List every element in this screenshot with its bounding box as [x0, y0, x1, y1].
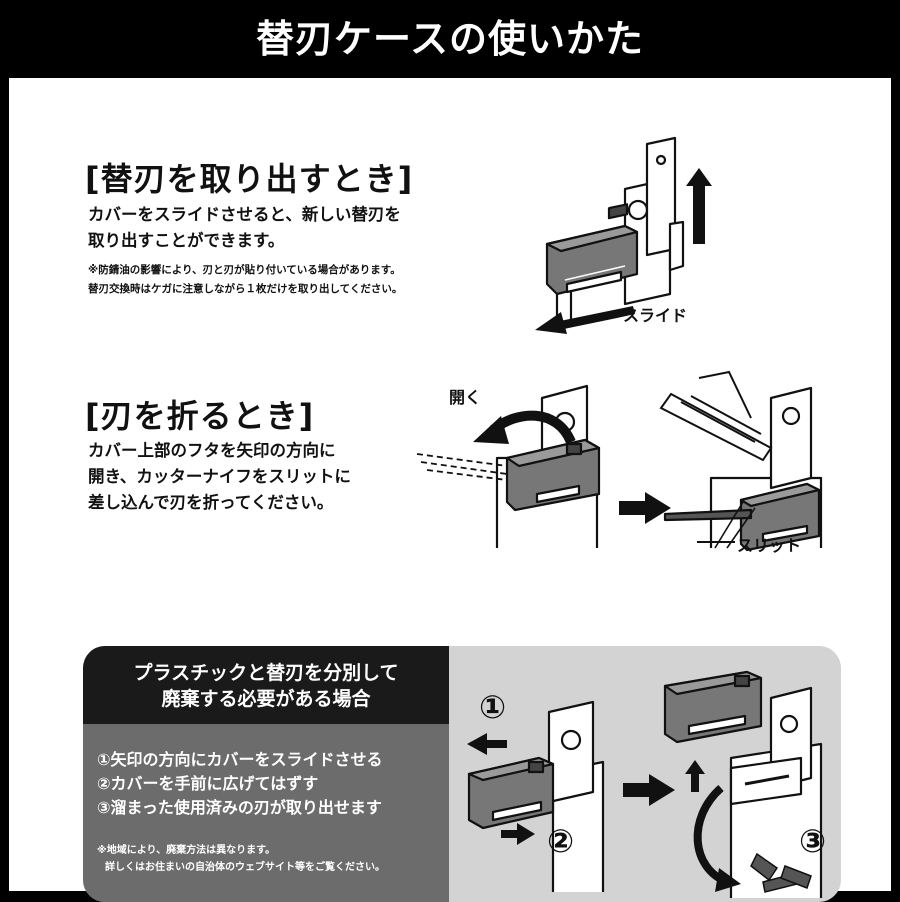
disposal-step: ③溜まった使用済みの刃が取り出せます — [97, 798, 382, 817]
dispose-blades-illustration — [663, 670, 823, 898]
slide-illustration — [535, 136, 712, 334]
section1-note: ※防錆油の影響により、刃と刃が貼り付いている場合があります。 替刃交換時はケガに… — [88, 261, 402, 299]
arrow-left-icon — [535, 306, 635, 334]
disposal-heading-line: プラスチックと替刃を分別して — [133, 662, 399, 684]
arrow-right-icon — [623, 774, 675, 806]
case-open-cover — [505, 438, 601, 512]
section2-body-line: 開き、カッターナイフをスリットに — [88, 467, 351, 486]
disposal-steps-panel — [83, 724, 449, 902]
used-blades — [750, 852, 812, 893]
curved-arrow-icon — [473, 410, 576, 445]
arrow-up-icon — [686, 168, 712, 244]
remove-cover-illustration — [467, 700, 605, 892]
slit-leader-line — [697, 541, 735, 543]
section1-body: カバーをスライドさせると、新しい替刃を 取り出すことができます。 — [88, 202, 401, 254]
cutter-knife — [659, 370, 773, 462]
open-label: 開く — [449, 388, 482, 407]
disposal-note: ※地域により、廃棄方法は異なります。 詳しくはお住まいの自治体のウェブサイト等を… — [97, 842, 385, 876]
open-lid-dashed — [416, 453, 508, 481]
section1-body-line: 取り出すことができます。 — [88, 231, 285, 250]
arrow-up-icon — [685, 760, 705, 792]
section1-body-line: カバーをスライドさせると、新しい替刃を — [88, 205, 401, 224]
snap-blade-illustration — [659, 370, 823, 552]
section2-heading: [刃を折るとき] — [85, 397, 315, 435]
case-remove-cover — [467, 756, 555, 830]
disposal-heading: プラスチックと替刃を分別して 廃棄する必要がある場合 — [83, 660, 449, 712]
slide-label: スライド — [623, 306, 688, 325]
step-circle-3: ③ — [799, 822, 827, 860]
arrow-right-icon — [619, 492, 671, 524]
disposal-step: ②カバーを手前に広げてはずす — [97, 774, 319, 793]
disposal-heading-line: 廃棄する必要がある場合 — [161, 688, 371, 710]
case-snap-cover — [663, 482, 821, 552]
section2-body-line: カバー上部のフタを矢印の方向に — [88, 441, 336, 460]
disposal-steps: ①矢印の方向にカバーをスライドさせる ②カバーを手前に広げてはずす ③溜まった使… — [97, 748, 383, 820]
disposal-box: プラスチックと替刃を分別して 廃棄する必要がある場合 ①矢印の方向にカバーをスラ… — [83, 646, 841, 902]
disposal-note-line: ※地域により、廃棄方法は異なります。 — [97, 845, 276, 856]
blade-case-cover — [545, 203, 639, 324]
arrow-right-icon — [501, 823, 535, 845]
disposal-heading-bar: プラスチックと替刃を分別して 廃棄する必要がある場合 — [83, 646, 449, 724]
disposal-step: ①矢印の方向にカバーをスライドさせる — [97, 750, 383, 769]
step-circle-1: ① — [479, 688, 507, 726]
case-remove-body — [547, 700, 605, 892]
case-dispose-cover — [663, 670, 763, 744]
curved-arrow-icon — [693, 785, 741, 892]
blade-case-body — [623, 136, 685, 306]
page-title: 替刃ケースの使いかた — [255, 17, 645, 61]
step-circle-2: ② — [547, 822, 575, 860]
section1-note-line: ※防錆油の影響により、刃と刃が貼り付いている場合があります。 — [88, 264, 401, 276]
open-lid-illustration — [416, 384, 601, 548]
section2-body-line: 差し込んで刃を折ってください。 — [88, 493, 334, 512]
arrow-left-icon — [467, 733, 507, 755]
section1-note-line: 替刃交換時はケガに注意しながら１枚だけを取り出してください。 — [88, 283, 403, 295]
section1-heading: [替刃を取り出すとき] — [85, 160, 414, 198]
section2-body: カバー上部のフタを矢印の方向に 開き、カッターナイフをスリットに 差し込んで刃を… — [88, 438, 351, 516]
slit-label: スリット — [737, 536, 802, 555]
disposal-note-line: 詳しくはお住まいの自治体のウェブサイト等をご覧ください。 — [105, 862, 385, 873]
content-panel: [替刃を取り出すとき] カバーをスライドさせると、新しい替刃を 取り出すことがで… — [9, 78, 891, 902]
